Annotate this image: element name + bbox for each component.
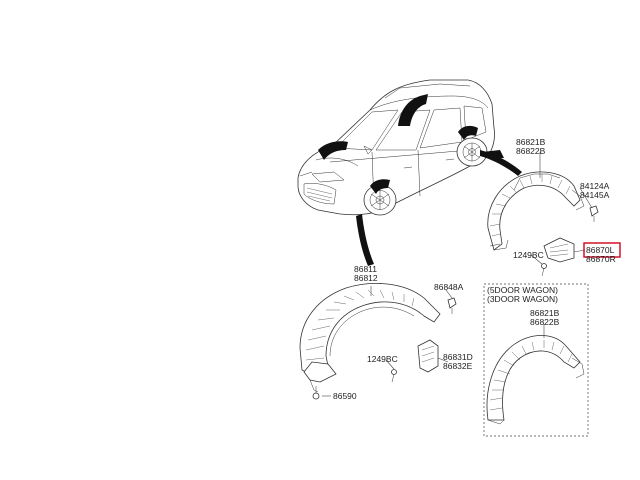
- car-illustration: [297, 79, 522, 266]
- label-84124a[interactable]: 84124A: [580, 181, 610, 191]
- label-86822b[interactable]: 86822B: [516, 146, 546, 156]
- label-wagon-86822b[interactable]: 86822B: [530, 317, 560, 327]
- label-1249bc-rear[interactable]: 1249BC: [513, 250, 544, 260]
- label-wagon-86821b[interactable]: 86821B: [530, 308, 560, 318]
- label-86848a[interactable]: 86848A: [434, 282, 464, 292]
- label-86590[interactable]: 86590: [333, 391, 357, 401]
- wagon-title-3door: (3DOOR WAGON): [487, 294, 558, 304]
- rear-wheel-guard-illustration: [487, 171, 599, 277]
- label-86821b[interactable]: 86821B: [516, 137, 546, 147]
- highlight-box[interactable]: [583, 242, 621, 258]
- part-labels: 86821B 86822B 84124A 84145A 86870L 86870…: [333, 137, 616, 401]
- label-86832e[interactable]: 86832E: [443, 361, 473, 371]
- label-84145a[interactable]: 84145A: [580, 190, 610, 200]
- wagon-title-5door: (5DOOR WAGON): [487, 285, 558, 295]
- label-86831d[interactable]: 86831D: [443, 352, 473, 362]
- label-86870l[interactable]: 86870L: [586, 245, 615, 255]
- wagon-variant-box: [483, 283, 589, 437]
- label-86811[interactable]: 86811: [354, 264, 377, 274]
- label-1249bc-front[interactable]: 1249BC: [367, 354, 398, 364]
- label-86812[interactable]: 86812: [354, 273, 378, 283]
- front-wheel-guard-illustration: [299, 283, 457, 400]
- leader-lines: [322, 152, 593, 397]
- label-86870r[interactable]: 86870R: [586, 254, 616, 264]
